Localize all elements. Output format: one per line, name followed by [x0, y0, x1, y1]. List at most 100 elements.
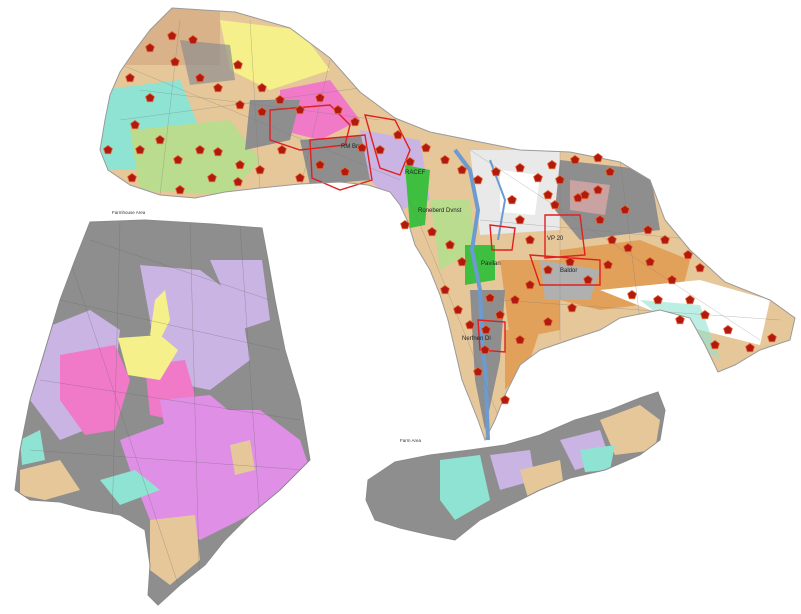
pentagon-marker-icon[interactable]	[188, 34, 198, 45]
pentagon-marker-icon[interactable]	[427, 226, 437, 237]
pentagon-marker-icon[interactable]	[700, 309, 710, 320]
pentagon-marker-icon[interactable]	[543, 189, 553, 200]
pentagon-marker-icon[interactable]	[500, 394, 510, 405]
pentagon-marker-icon[interactable]	[207, 172, 217, 183]
pentagon-marker-icon[interactable]	[235, 99, 245, 110]
pentagon-marker-icon[interactable]	[400, 219, 410, 230]
pentagon-marker-icon[interactable]	[685, 294, 695, 305]
pentagon-marker-icon[interactable]	[457, 164, 467, 175]
pentagon-marker-icon[interactable]	[213, 146, 223, 157]
pentagon-marker-icon[interactable]	[593, 184, 603, 195]
pentagon-marker-icon[interactable]	[550, 199, 560, 210]
pentagon-marker-icon[interactable]	[595, 214, 605, 225]
pentagon-marker-icon[interactable]	[695, 262, 705, 273]
pentagon-marker-icon[interactable]	[667, 274, 677, 285]
pentagon-marker-icon[interactable]	[491, 166, 501, 177]
pentagon-marker-icon[interactable]	[515, 162, 525, 173]
pentagon-marker-icon[interactable]	[357, 142, 367, 153]
pentagon-marker-icon[interactable]	[525, 234, 535, 245]
pentagon-marker-icon[interactable]	[155, 134, 165, 145]
pentagon-marker-icon[interactable]	[453, 304, 463, 315]
pentagon-marker-icon[interactable]	[135, 144, 145, 155]
pentagon-marker-icon[interactable]	[405, 156, 415, 167]
pentagon-marker-icon[interactable]	[675, 314, 685, 325]
pentagon-marker-icon[interactable]	[723, 324, 733, 335]
pentagon-marker-icon[interactable]	[525, 279, 535, 290]
marker-layer[interactable]	[103, 30, 777, 405]
pentagon-marker-icon[interactable]	[543, 264, 553, 275]
pentagon-marker-icon[interactable]	[315, 159, 325, 170]
pentagon-marker-icon[interactable]	[745, 342, 755, 353]
pentagon-marker-icon[interactable]	[473, 174, 483, 185]
pentagon-marker-icon[interactable]	[645, 256, 655, 267]
main-region[interactable]	[99, 5, 796, 441]
pentagon-marker-icon[interactable]	[195, 144, 205, 155]
pentagon-marker-icon[interactable]	[257, 82, 267, 93]
pentagon-marker-icon[interactable]	[173, 154, 183, 165]
pentagon-marker-icon[interactable]	[103, 144, 113, 155]
pentagon-marker-icon[interactable]	[375, 144, 385, 155]
pentagon-marker-icon[interactable]	[607, 234, 617, 245]
pentagon-marker-icon[interactable]	[580, 189, 590, 200]
pentagon-marker-icon[interactable]	[495, 309, 505, 320]
pentagon-marker-icon[interactable]	[213, 82, 223, 93]
pentagon-marker-icon[interactable]	[127, 172, 137, 183]
left-inset-region[interactable]: Farmhouse Area	[14, 210, 311, 606]
pentagon-marker-icon[interactable]	[350, 116, 360, 127]
pentagon-marker-icon[interactable]	[277, 144, 287, 155]
pentagon-marker-icon[interactable]	[445, 239, 455, 250]
pentagon-marker-icon[interactable]	[195, 72, 205, 83]
pentagon-marker-icon[interactable]	[567, 302, 577, 313]
pentagon-marker-icon[interactable]	[333, 104, 343, 115]
pentagon-marker-icon[interactable]	[515, 334, 525, 345]
pentagon-marker-icon[interactable]	[480, 344, 490, 355]
pentagon-marker-icon[interactable]	[620, 204, 630, 215]
pentagon-marker-icon[interactable]	[515, 214, 525, 225]
pentagon-marker-icon[interactable]	[603, 259, 613, 270]
pentagon-marker-icon[interactable]	[653, 294, 663, 305]
pentagon-marker-icon[interactable]	[340, 166, 350, 177]
pentagon-marker-icon[interactable]	[583, 274, 593, 285]
pentagon-marker-icon[interactable]	[440, 154, 450, 165]
pentagon-marker-icon[interactable]	[547, 159, 557, 170]
pentagon-marker-icon[interactable]	[170, 56, 180, 67]
pentagon-marker-icon[interactable]	[481, 324, 491, 335]
pentagon-marker-icon[interactable]	[440, 284, 450, 295]
pentagon-marker-icon[interactable]	[605, 166, 615, 177]
pentagon-marker-icon[interactable]	[145, 92, 155, 103]
pentagon-marker-icon[interactable]	[510, 294, 520, 305]
pentagon-marker-icon[interactable]	[235, 159, 245, 170]
pentagon-marker-icon[interactable]	[623, 242, 633, 253]
pentagon-marker-icon[interactable]	[130, 119, 140, 130]
pentagon-marker-icon[interactable]	[543, 316, 553, 327]
pentagon-marker-icon[interactable]	[257, 106, 267, 117]
pentagon-marker-icon[interactable]	[485, 292, 495, 303]
pentagon-marker-icon[interactable]	[533, 172, 543, 183]
pentagon-marker-icon[interactable]	[175, 184, 185, 195]
pentagon-marker-icon[interactable]	[565, 256, 575, 267]
pentagon-marker-icon[interactable]	[507, 194, 517, 205]
pentagon-marker-icon[interactable]	[593, 152, 603, 163]
pentagon-marker-icon[interactable]	[555, 174, 565, 185]
pentagon-marker-icon[interactable]	[570, 154, 580, 165]
pentagon-marker-icon[interactable]	[125, 72, 135, 83]
pentagon-marker-icon[interactable]	[683, 249, 693, 260]
pentagon-marker-icon[interactable]	[627, 289, 637, 300]
pentagon-marker-icon[interactable]	[275, 94, 285, 105]
pentagon-marker-icon[interactable]	[295, 172, 305, 183]
pentagon-marker-icon[interactable]	[255, 164, 265, 175]
pentagon-marker-icon[interactable]	[145, 42, 155, 53]
pentagon-marker-icon[interactable]	[473, 366, 483, 377]
pentagon-marker-icon[interactable]	[643, 224, 653, 235]
pentagon-marker-icon[interactable]	[233, 59, 243, 70]
pentagon-marker-icon[interactable]	[393, 129, 403, 140]
pentagon-marker-icon[interactable]	[295, 104, 305, 115]
pentagon-marker-icon[interactable]	[710, 339, 720, 350]
pentagon-marker-icon[interactable]	[421, 142, 431, 153]
pentagon-marker-icon[interactable]	[767, 332, 777, 343]
pentagon-marker-icon[interactable]	[660, 234, 670, 245]
pentagon-marker-icon[interactable]	[167, 30, 177, 41]
right-inset-region[interactable]: Farm Area	[365, 391, 666, 541]
pentagon-marker-icon[interactable]	[315, 92, 325, 103]
